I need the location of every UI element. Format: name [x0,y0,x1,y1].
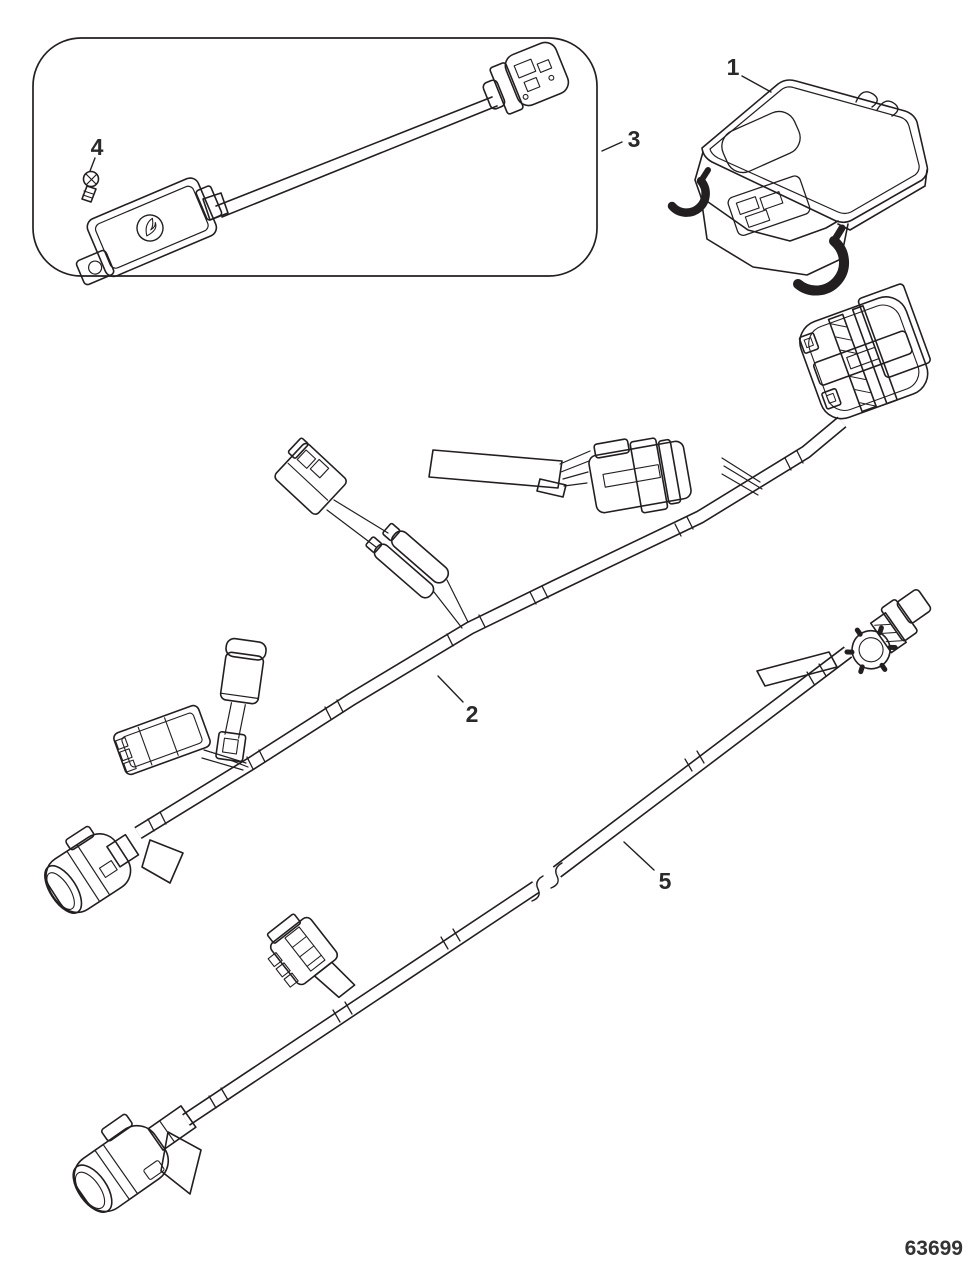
item-2-cap-connector [215,637,267,763]
callout-4-label: 4 [91,134,104,160]
item-2-mid-connector [588,437,692,514]
callout-3-label: 3 [628,126,641,152]
drawing-number: 63699 [905,1237,963,1260]
item-5-flag-left [160,1131,202,1195]
item-3-boundary-box [32,37,598,277]
callout-1: 1 [727,54,772,93]
callout-2-label: 2 [466,701,479,727]
callout-5-label: 5 [659,868,672,894]
cable-clip-icon [667,167,849,296]
callout-1-label: 1 [727,54,740,80]
callout-5: 5 [623,841,672,894]
item-2-branch [326,499,469,629]
item-5-harness [72,588,932,1213]
item-2-end-connector [44,825,140,914]
item-3-cable-assembly [75,41,570,286]
item-1-module [667,79,929,296]
item-5-right-connector [844,588,932,675]
item-5-branch-connector [266,913,356,999]
item-2-branch-connector [274,437,347,515]
item-5-flag-right [756,651,838,687]
callout-2: 2 [437,675,479,727]
brand-logo-icon [136,214,164,242]
callout-4: 4 [89,134,104,172]
callout-3: 3 [601,126,641,152]
item-4-screw [81,170,100,203]
item-2-harness [44,283,931,914]
item-2-flag [141,839,184,884]
item-2-rect-connector [113,704,211,776]
item-2-main-connector [798,283,931,420]
